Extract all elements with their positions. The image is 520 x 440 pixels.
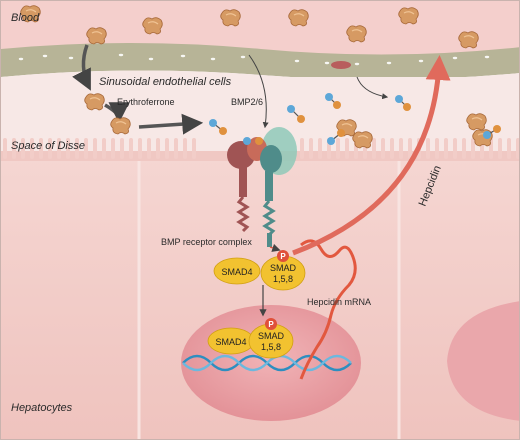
label-bmp: BMP2/6	[231, 97, 263, 107]
hepcidin-mrna-strand	[299, 239, 357, 380]
endothelial-cell-layer	[1, 43, 519, 80]
bmp-ligand	[327, 129, 345, 145]
bmp-receptor-complex	[227, 127, 297, 247]
hepcidin-arrow	[292, 55, 451, 256]
label-sinusoidal-endothelial-cells: Sinusoidal endothelial cells	[99, 76, 232, 88]
smad4-label-top: SMAD4	[221, 267, 252, 277]
bmp-ligand	[209, 119, 227, 135]
smad4-cytoplasm	[213, 257, 261, 285]
label-erythroferrone: Erythroferrone	[117, 97, 175, 107]
phospho-label-bottom: P	[268, 320, 274, 329]
label-hepcidin-mrna: Hepcidin mRNA	[307, 297, 371, 307]
bmp-ligands	[209, 93, 501, 145]
smad-complex-cytoplasm: SMAD4 SMAD 1,5,8 P	[213, 250, 306, 291]
label-bmp-receptor-complex: BMP receptor complex	[161, 237, 252, 247]
phospho-badge-top	[277, 250, 289, 262]
smad158-label-top-a: SMAD	[270, 263, 297, 273]
bmp-ligand	[287, 105, 305, 123]
smad158-label-bottom-b: 1,5,8	[261, 342, 281, 352]
phospho-badge-bottom	[265, 318, 277, 330]
dna-helix	[182, 354, 352, 372]
bmp-ligand	[483, 125, 501, 139]
bmp-arrows	[248, 54, 389, 129]
smad4-label-bottom: SMAD4	[215, 337, 246, 347]
endothelial-fenestrae	[18, 53, 490, 66]
smad-complex-nucleus: SMAD4 SMAD 1,5,8 P	[207, 318, 294, 359]
label-blood: Blood	[11, 12, 40, 24]
phosphorylation-arrow	[269, 243, 281, 252]
smad158-label-top-b: 1,5,8	[273, 274, 293, 284]
label-hepatocytes: Hepatocytes	[11, 402, 73, 414]
smad158-label-bottom-a: SMAD	[258, 331, 285, 341]
bmp-ligand	[395, 95, 411, 111]
bmp-ligand	[325, 93, 341, 109]
endothelial-nucleus	[331, 61, 351, 69]
label-space-of-disse: Space of Disse	[11, 140, 85, 152]
phospho-label-top: P	[280, 252, 286, 261]
hepatocyte-nucleus-right	[447, 301, 519, 421]
